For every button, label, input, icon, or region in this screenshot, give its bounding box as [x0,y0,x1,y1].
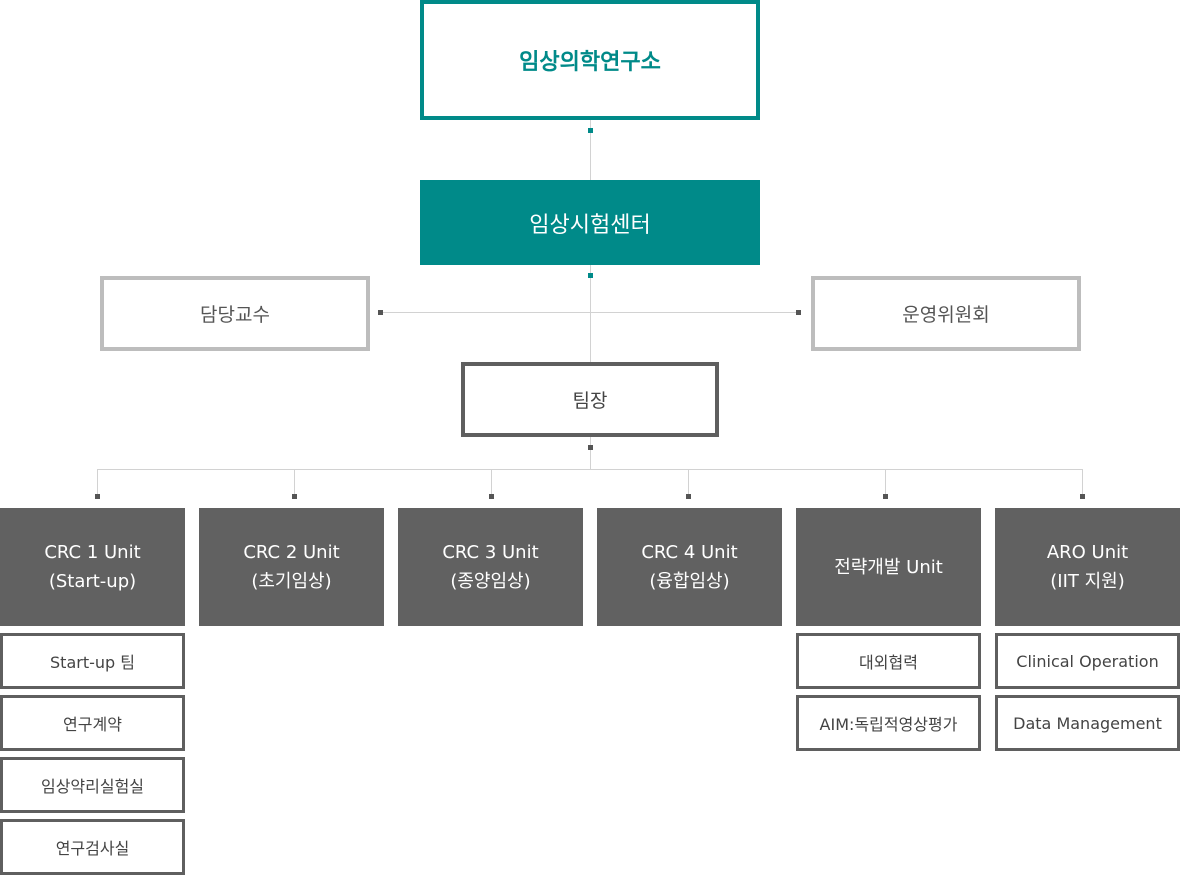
connector-unit-3 [491,469,492,496]
unit-box-crc1: CRC 1 Unit (Start-up) [0,508,185,626]
sub-label: Clinical Operation [1016,651,1159,671]
sub-label: Data Management [1013,713,1162,733]
connector-dot [292,494,297,499]
unit-title: CRC 2 Unit [243,542,340,563]
connector-dot [588,128,593,133]
unit-title: CRC 3 Unit [442,542,539,563]
connector-institute-center [590,120,591,180]
committee-box: 운영위원회 [811,276,1081,351]
sub-label: AIM:독립적영상평가 [819,715,958,734]
unit-box-crc2: CRC 2 Unit (초기임상) [199,508,384,626]
center-box: 임상시험센터 [420,180,760,265]
sub-box: Clinical Operation [995,633,1180,689]
unit-subtitle: (Start-up) [48,571,137,592]
institute-box: 임상의학연구소 [420,0,760,120]
institute-label: 임상의학연구소 [519,50,661,75]
connector-dot [378,310,383,315]
connector-dot [588,445,593,450]
sub-label: Start-up 팀 [50,653,135,672]
unit-title: 전략개발 Unit [834,556,943,578]
connector-dot [796,310,801,315]
sub-box: 연구검사실 [0,819,185,875]
unit-box-aro: ARO Unit (IIT 지원) [995,508,1180,626]
sub-label: 연구검사실 [55,839,130,858]
connector-dot [489,494,494,499]
sub-label: 연구계약 [63,715,122,734]
sub-box: 연구계약 [0,695,185,751]
sub-label: 대외협력 [859,653,918,672]
connector-unit-1 [97,469,98,496]
professor-box: 담당교수 [100,276,370,351]
connector-dot [588,273,593,278]
unit-box-crc3: CRC 3 Unit (종양임상) [398,508,583,626]
sub-box: Start-up 팀 [0,633,185,689]
sub-box: AIM:독립적영상평가 [796,695,981,751]
unit-subtitle: (종양임상) [450,571,531,592]
unit-box-strategy: 전략개발 Unit [796,508,981,626]
committee-label: 운영위원회 [902,304,990,326]
team-lead-label: 팀장 [572,390,608,412]
unit-box-crc4: CRC 4 Unit (융합임상) [597,508,782,626]
sub-box: Data Management [995,695,1180,751]
connector-dot [95,494,100,499]
connector-dot [1080,494,1085,499]
sub-box: 대외협력 [796,633,981,689]
team-lead-box: 팀장 [461,362,719,437]
connector-unit-4 [688,469,689,496]
center-label: 임상시험센터 [529,212,651,238]
professor-label: 담당교수 [200,304,270,326]
unit-title: CRC 4 Unit [641,542,738,563]
unit-title: ARO Unit [1046,542,1129,563]
unit-subtitle: (IIT 지원) [1050,571,1125,592]
connector-unit-6 [1082,469,1083,496]
unit-subtitle: (융합임상) [649,571,730,592]
sub-label: 임상약리실험실 [40,777,145,796]
connector-units-horizontal [97,469,1083,470]
connector-dot [686,494,691,499]
connector-center-lead [590,265,591,362]
unit-subtitle: (초기임상) [251,571,332,592]
connector-lead-units [590,437,591,469]
connector-dot [883,494,888,499]
connector-advisory-horizontal [380,312,798,313]
connector-unit-5 [885,469,886,496]
unit-title: CRC 1 Unit [44,542,141,563]
connector-unit-2 [294,469,295,496]
sub-box: 임상약리실험실 [0,757,185,813]
